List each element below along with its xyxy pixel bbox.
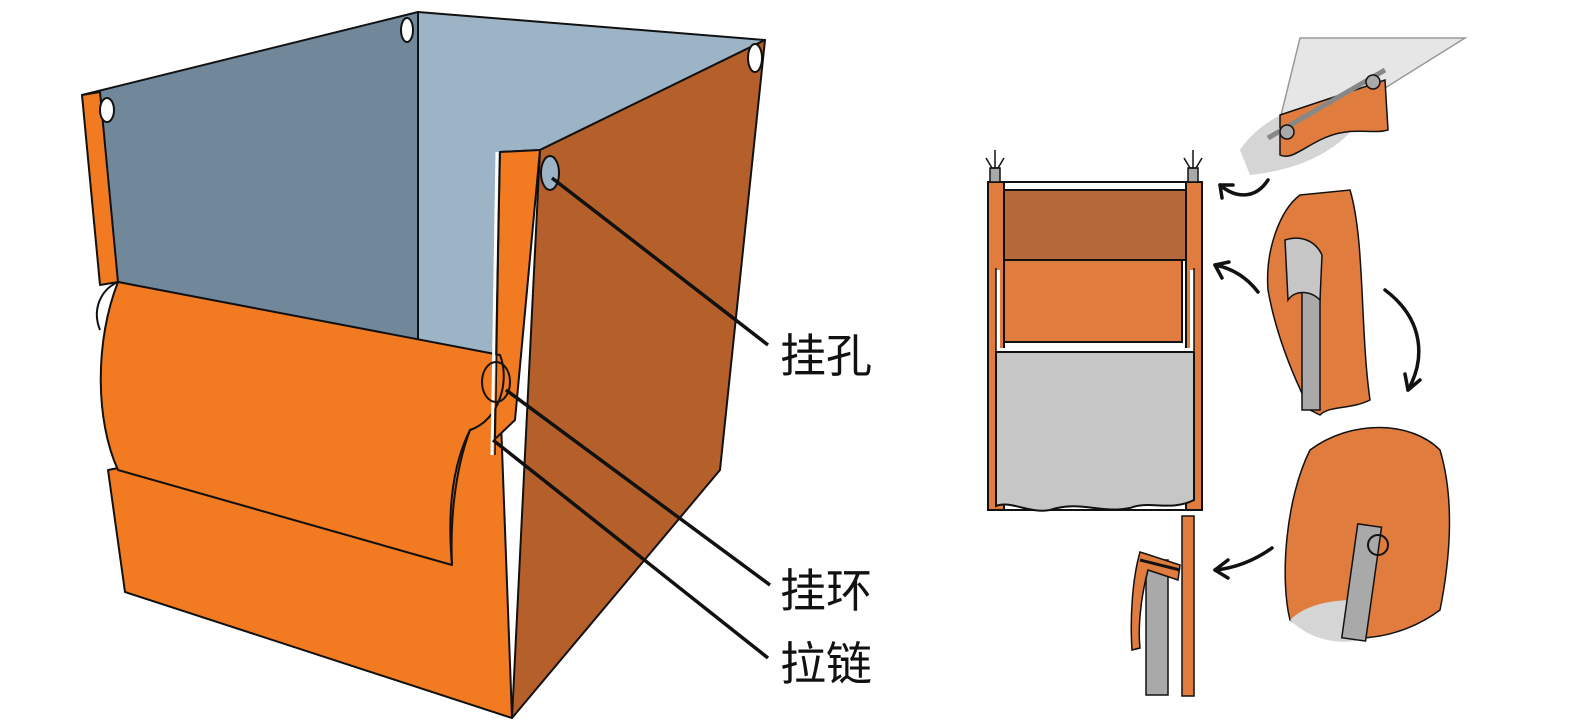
curtain-roll-edge xyxy=(95,281,119,331)
curved-arrow-icon xyxy=(1383,288,1421,392)
hanging-hole-icon xyxy=(540,155,560,191)
hanging-hole-icon xyxy=(400,17,414,43)
small-elevation xyxy=(1130,515,1195,697)
small-rail xyxy=(1139,558,1181,572)
leader-lines xyxy=(491,176,772,660)
hook-icon xyxy=(985,150,1005,183)
small-fabric-flap xyxy=(1130,551,1181,651)
rail-detail xyxy=(1240,37,1468,175)
hook-icon xyxy=(1365,74,1381,90)
rail-orange-fabric xyxy=(1279,78,1389,157)
elevation-rolled-panel xyxy=(1003,259,1183,343)
hook-icon xyxy=(1183,150,1203,183)
small-zipper-bar xyxy=(1145,559,1169,696)
leader-zipper xyxy=(491,438,770,660)
post-detail-flap xyxy=(1284,237,1323,303)
enclosure-3d xyxy=(81,11,766,719)
hanging-ring-icon xyxy=(481,361,511,403)
arrows xyxy=(1213,178,1422,580)
curved-arrow-icon xyxy=(1218,178,1270,197)
label-hanging-ring: 挂环 xyxy=(780,564,872,618)
hook-icon xyxy=(1279,124,1295,140)
curved-arrow-icon xyxy=(1213,546,1274,572)
elevation-zipper-frame xyxy=(996,270,1194,352)
small-post xyxy=(1181,515,1195,697)
zipper-line xyxy=(490,151,499,456)
leader-hanging-hole xyxy=(550,176,770,347)
post-detail xyxy=(1266,189,1371,416)
label-hanging-hole: 挂孔 xyxy=(780,329,872,383)
elevation-gray-curtain xyxy=(995,351,1195,512)
hanging-hole-icon xyxy=(747,43,763,73)
curtain-fold-line xyxy=(450,429,471,566)
label-zipper: 拉链 xyxy=(780,637,872,691)
front-elevation xyxy=(985,150,1203,512)
hanging-hole-icon xyxy=(99,97,115,123)
zipper-detail xyxy=(1284,426,1451,642)
leader-hanging-ring xyxy=(504,388,772,587)
hanging-ring-icon xyxy=(1367,534,1389,556)
elevation-top-panel xyxy=(1003,189,1187,261)
